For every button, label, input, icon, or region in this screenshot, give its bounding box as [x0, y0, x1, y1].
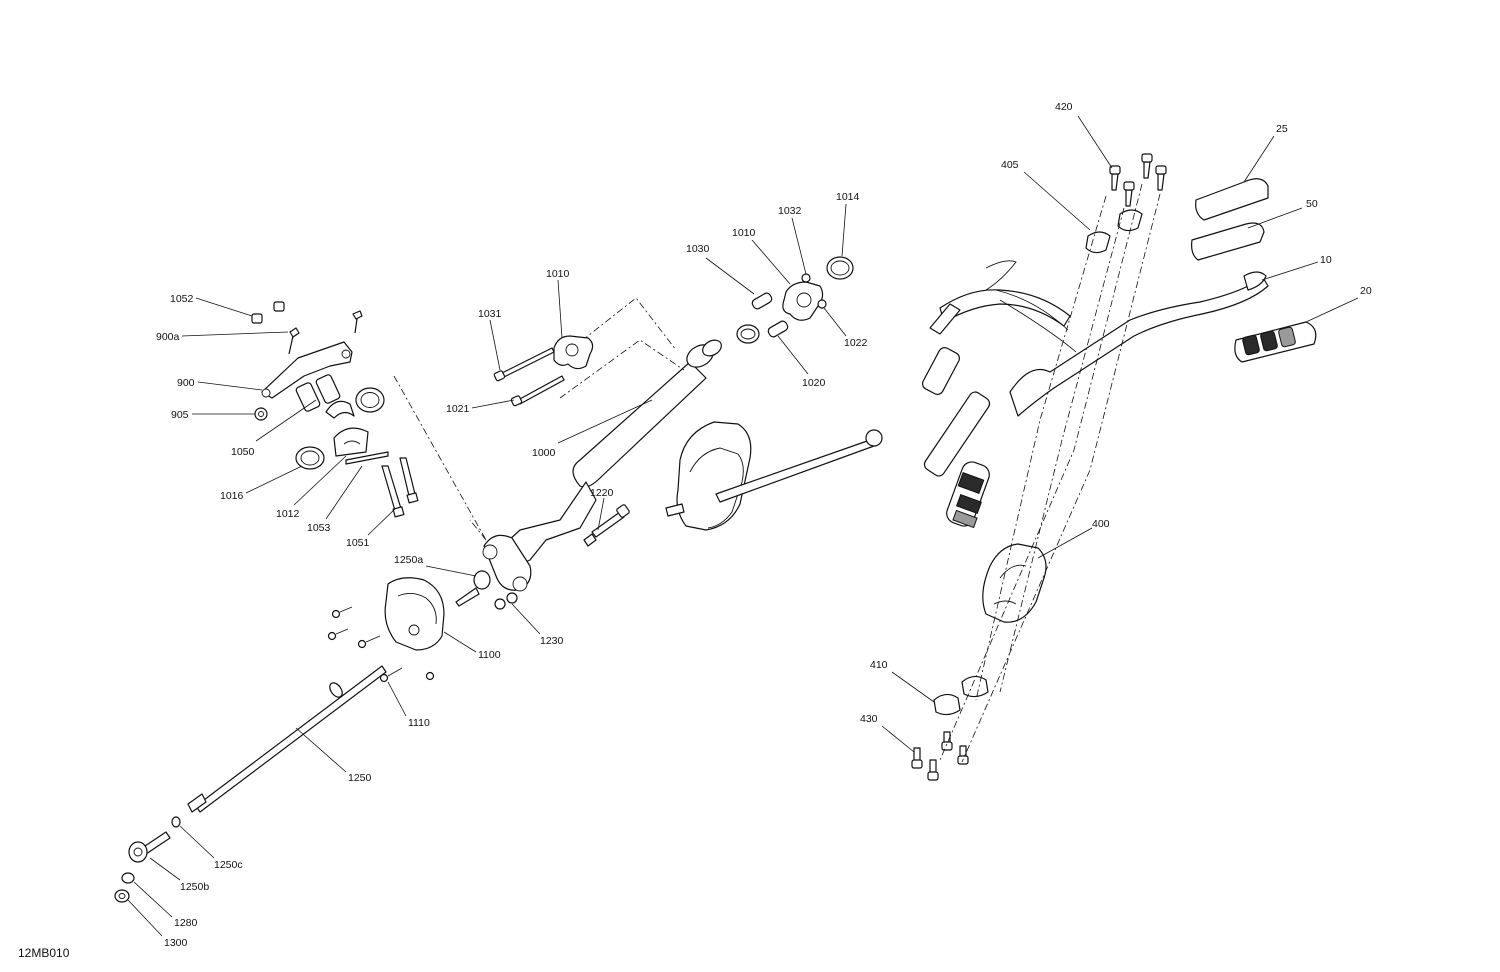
callout-1032: 1032	[778, 205, 802, 217]
callout-1051: 1051	[346, 537, 370, 549]
callout-900a: 900a	[156, 331, 180, 343]
callout-410: 410	[870, 659, 888, 671]
callout-1021: 1021	[446, 403, 470, 415]
bolts-420	[1109, 153, 1167, 207]
callout-1012: 1012	[276, 508, 300, 520]
nut-1032	[801, 273, 811, 283]
callout-430: 430	[860, 713, 878, 725]
callout-420: 420	[1055, 101, 1073, 113]
spacer-1020	[767, 320, 789, 338]
callout-1030: 1030	[686, 243, 710, 255]
callout-50: 50	[1306, 198, 1318, 210]
callout-1230: 1230	[540, 635, 564, 647]
bolt-900a	[288, 327, 300, 355]
callout-1031: 1031	[478, 308, 502, 320]
clamp-410-a	[933, 693, 961, 716]
bushing-1050-a	[295, 382, 321, 412]
riser-400	[982, 543, 1047, 623]
washer-1230-b	[506, 592, 518, 604]
callout-1250c: 1250c	[214, 859, 243, 871]
callout-905: 905	[171, 409, 189, 421]
bolt-1051-a	[381, 465, 403, 515]
bolts-430	[911, 731, 969, 781]
bolt-1220	[591, 511, 625, 538]
tube-50	[1191, 222, 1265, 261]
tube-25	[1195, 178, 1269, 221]
handlebar-10	[1009, 275, 1269, 417]
steering-gear-housing-group	[665, 421, 883, 531]
callout-1010-right: 1010	[732, 227, 756, 239]
tie-rod-1250	[195, 665, 387, 813]
bolt-1021	[517, 375, 565, 405]
callout-1010-left: 1010	[546, 268, 570, 280]
nut-1052-b	[273, 301, 285, 312]
washer-1280	[121, 872, 135, 884]
callout-10: 10	[1320, 254, 1332, 266]
callout-1050: 1050	[231, 446, 255, 458]
callout-1300: 1300	[164, 937, 188, 949]
washer-1230-a	[494, 598, 506, 610]
callout-labels: 1052 900a 900 905 1050 1016 1012 1053 10…	[156, 101, 1372, 949]
shim-1053	[345, 451, 389, 465]
callout-900: 900	[177, 377, 195, 389]
grip-left	[946, 461, 990, 529]
upper-clamp-1050	[325, 400, 355, 419]
column-bearing-group-right	[736, 256, 854, 344]
callout-405: 405	[1001, 159, 1019, 171]
steering-column-group	[455, 297, 722, 610]
callout-1110: 1110	[408, 717, 430, 729]
lower-gear-housing-group	[327, 577, 445, 683]
upper-support-bracket-group	[251, 301, 487, 541]
tie-rod-assembly	[114, 665, 387, 903]
nut-1022	[817, 299, 827, 309]
callout-1100: 1100	[478, 649, 501, 661]
clamp-410-b	[961, 675, 989, 698]
nut-1052-a	[251, 313, 263, 324]
support-bracket	[261, 341, 353, 399]
callout-400: 400	[1092, 518, 1110, 530]
callout-1250: 1250	[348, 772, 372, 784]
ball-joint-1250a	[473, 570, 491, 590]
leader-lines	[127, 115, 1359, 937]
callout-1022: 1022	[844, 337, 868, 349]
screws-1110	[327, 606, 435, 683]
callout-1052: 1052	[170, 293, 194, 305]
callout-1014: 1014	[836, 191, 860, 203]
callout-1250b: 1250b	[180, 881, 209, 893]
callout-1250a: 1250a	[394, 554, 423, 566]
handlebar-upper-bar	[939, 289, 1071, 327]
bolt-top	[352, 310, 363, 334]
spacer-1030	[751, 292, 773, 310]
bushing-1050-b	[315, 374, 341, 404]
callout-25: 25	[1276, 123, 1288, 135]
callout-20: 20	[1360, 285, 1372, 297]
callout-1220: 1220	[590, 487, 614, 499]
diagram-reference-code: 12MB010	[18, 946, 70, 960]
grip-20	[1234, 321, 1317, 363]
callout-1020: 1020	[802, 377, 826, 389]
callout-1053: 1053	[307, 522, 331, 534]
clamp-405	[1085, 231, 1111, 254]
bolt-1031	[499, 347, 555, 379]
callout-1280: 1280	[174, 917, 198, 929]
grip-sleeve-left-a	[922, 347, 960, 395]
callout-1016: 1016	[220, 490, 244, 502]
column-bearing-group-left	[493, 335, 594, 407]
handlebar-group	[911, 153, 1317, 781]
clamp-upper-right	[1117, 209, 1143, 232]
grip-sleeve-left-b	[923, 391, 991, 477]
jam-nut-1250c	[171, 816, 181, 828]
callout-1000: 1000	[532, 447, 556, 459]
